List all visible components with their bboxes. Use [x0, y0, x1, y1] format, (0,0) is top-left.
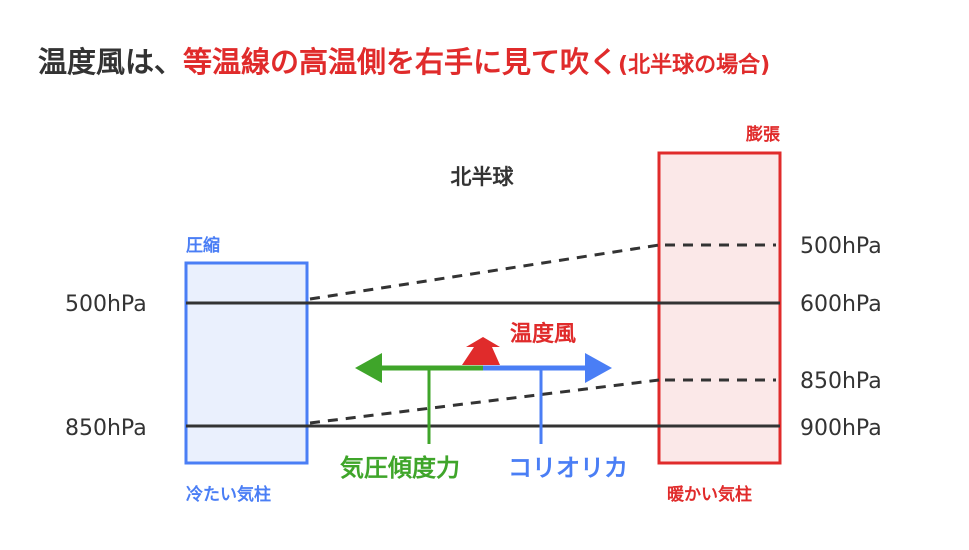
thermal-wind-label: 温度風 — [510, 321, 576, 347]
cold-air-column — [184, 261, 309, 465]
isobar-500-sloped — [309, 243, 660, 301]
cold-column-label: 冷たい気柱 — [186, 484, 271, 505]
warm-level-600: 600hPa — [800, 292, 882, 317]
pressure-gradient-arrowhead — [355, 353, 382, 383]
warm-air-column — [657, 151, 782, 465]
warm-column-label: 暖かい気柱 — [667, 484, 752, 505]
cold-level-850: 850hPa — [65, 416, 147, 441]
title-note: (北半球の場合) — [618, 52, 770, 78]
warm-level-500: 500hPa — [800, 234, 882, 259]
compression-label: 圧縮 — [186, 235, 220, 256]
pressure-gradient-label: 気圧傾度力 — [340, 454, 460, 482]
coriolis-arrowhead — [585, 353, 612, 383]
cold-level-500: 500hPa — [65, 292, 147, 317]
coriolis-label: コリオリカ — [508, 454, 628, 482]
hemisphere-label: 北半球 — [451, 165, 515, 189]
thermal-wind-arrow — [462, 337, 500, 365]
title: 温度風は、等温線の高温側を右手に見て吹く(北半球の場合) — [38, 45, 770, 79]
isobar-850-sloped — [309, 378, 660, 425]
title-prefix: 温度風は、 — [38, 45, 183, 79]
expansion-label: 膨張 — [746, 124, 781, 145]
warm-level-850: 850hPa — [800, 369, 882, 394]
warm-level-900: 900hPa — [800, 416, 882, 441]
title-emphasis: 等温線の高温側を右手に見て吹く — [183, 45, 618, 79]
